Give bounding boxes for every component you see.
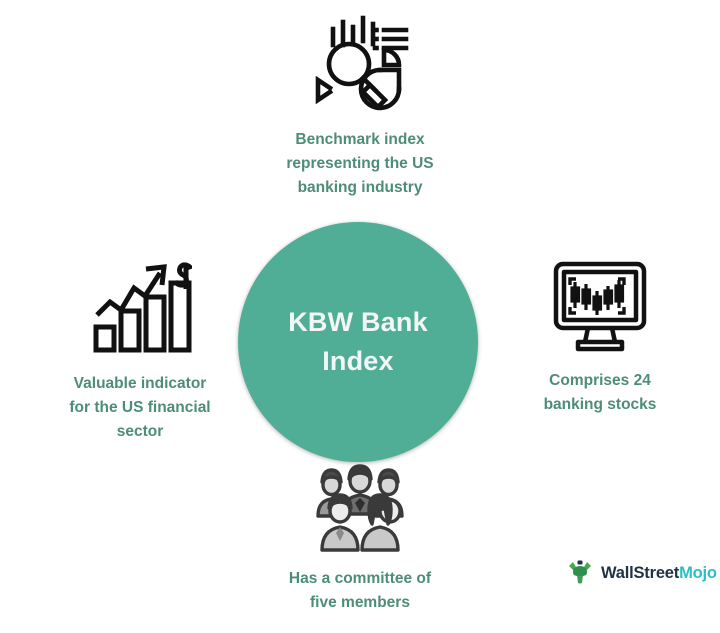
- node-right: Comprises 24 banking stocks: [508, 258, 692, 417]
- node-top: Benchmark index representing the US bank…: [258, 8, 462, 200]
- node-right-label: Comprises 24 banking stocks: [543, 372, 657, 414]
- wallstreetmojo-logo: WallStreetMojo: [565, 556, 717, 591]
- market-analysis-icon: [308, 8, 412, 117]
- monitor-candlestick-icon: [550, 258, 650, 357]
- node-top-label: Benchmark index representing the US bank…: [286, 131, 434, 197]
- node-bottom: Has a committee of five members: [263, 460, 457, 615]
- group-of-people-icon: [308, 460, 412, 557]
- logo-wordmark: WallStreetMojo: [601, 565, 717, 582]
- center-node: KBW Bank Index: [238, 222, 478, 462]
- node-left: Valuable indicator for the US financial …: [40, 255, 240, 444]
- node-left-label: Valuable indicator for the US financial …: [69, 375, 211, 441]
- center-title: KBW Bank Index: [288, 306, 428, 376]
- logo-word-primary: WallStreet: [601, 564, 680, 583]
- logo-word-accent: Mojo: [679, 564, 717, 583]
- bull-icon: [565, 556, 595, 591]
- node-bottom-label: Has a committee of five members: [288, 570, 432, 612]
- growth-chart-dollar-icon: [88, 255, 194, 360]
